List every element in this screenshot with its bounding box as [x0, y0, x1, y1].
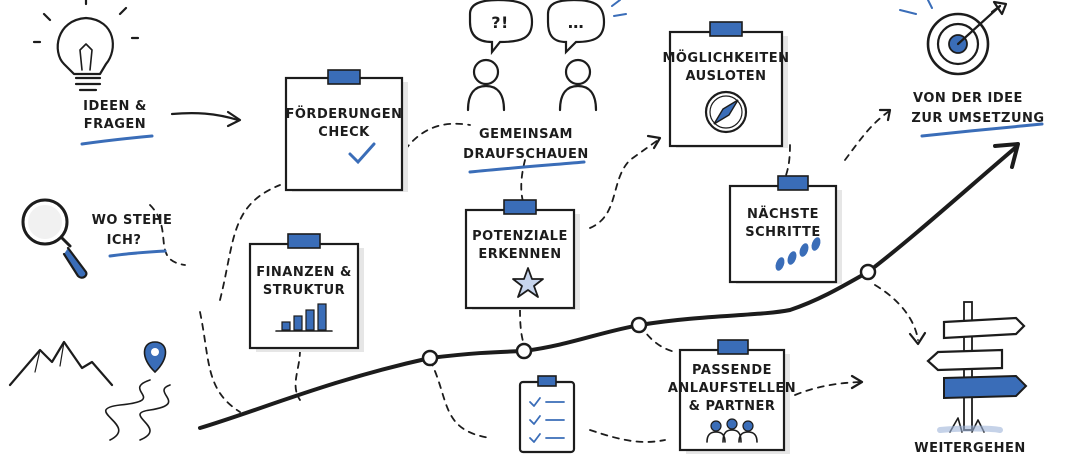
underline [108, 249, 167, 258]
dashed-connector [404, 122, 471, 151]
path-node [630, 316, 648, 334]
label-von-der-idee: VON DER IDEE [913, 91, 1023, 106]
speech-bubble-icon: ?! [468, 0, 534, 56]
label-ausloten: AUSLOTEN [685, 69, 766, 84]
note-moeglichkeiten-ausloten: MÖGLICHKEITEN AUSLOTEN [662, 21, 789, 148]
bubble-text-right: … [568, 13, 585, 32]
dashed-connector [219, 184, 281, 301]
label-partner: & PARTNER [689, 399, 776, 414]
note-foerderungen-check: FÖRDERUNGEN CHECK [284, 69, 408, 192]
dashed-connector [794, 381, 861, 396]
person-icon [558, 58, 598, 112]
arrowhead [993, 142, 1020, 169]
star-icon [512, 267, 544, 298]
label-check: CHECK [318, 125, 370, 140]
label-struktur: STRUKTUR [263, 283, 345, 298]
dashed-connector [294, 349, 301, 401]
arrowhead [908, 331, 927, 346]
mountains-icon [8, 340, 171, 441]
label-zur-umsetzung: ZUR UMSETZUNG [911, 111, 1044, 126]
dashed-connector [589, 429, 666, 443]
label-passende: PASSENDE [692, 363, 772, 378]
arrowhead [646, 134, 662, 150]
label-finanzen: FINANZEN & [256, 265, 352, 280]
signpost-icon [926, 301, 1028, 433]
dashed-connector [519, 309, 525, 346]
label-weitergehen: WEITERGEHEN [914, 441, 1026, 456]
dashed-connector [149, 204, 186, 266]
target-icon [899, 0, 1008, 76]
label-potenziale: POTENZIALE [472, 229, 568, 244]
dashed-connector [520, 159, 526, 209]
label-wo-stehe: WO STEHE [92, 213, 173, 228]
underline [920, 122, 1044, 138]
note-finanzen-struktur: FINANZEN & STRUKTUR [248, 233, 364, 352]
note-potenziale-erkennen: POTENZIALE ERKENNEN [464, 199, 580, 310]
dashed-connector [199, 311, 241, 413]
underline [80, 134, 154, 146]
label-erkennen: ERKENNEN [478, 247, 561, 262]
arrowhead [226, 110, 242, 128]
path-node [515, 342, 533, 360]
dashed-connector [844, 111, 889, 161]
footsteps-icon [775, 237, 821, 271]
label-anlaufstellen: ANLAUFSTELLEN [668, 381, 796, 396]
arrow [170, 112, 240, 122]
path-node [421, 349, 439, 367]
bar-chart-icon [275, 303, 333, 332]
note-passende-anlaufstellen: PASSENDE ANLAUFSTELLEN & PARTNER [668, 339, 796, 454]
dashed-connector [784, 144, 791, 181]
person-icon [466, 58, 506, 112]
label-foerderungen: FÖRDERUNGEN [286, 106, 403, 122]
people-icon [706, 418, 758, 443]
label-naechste: NÄCHSTE [747, 206, 819, 222]
arrowhead [850, 374, 864, 390]
compass-icon [704, 90, 748, 134]
dashed-connector [589, 139, 659, 229]
speech-bubble-icon: … [546, 0, 627, 55]
underline [468, 160, 586, 174]
label-draufschauen: DRAUFSCHAUEN [463, 147, 589, 162]
label-moeglichkeiten: MÖGLICHKEITEN [662, 50, 789, 66]
label-ideen-1: IDEEN & [83, 99, 147, 114]
lightbulb-icon [32, 0, 140, 92]
note-naechste-schritte: NÄCHSTE SCHRITTE [728, 175, 842, 284]
label-gemeinsam: GEMEINSAM [479, 127, 573, 142]
label-ich: ICH? [107, 233, 142, 248]
bubble-text-left: ?! [491, 13, 509, 32]
location-pin-icon [143, 341, 167, 374]
dashed-connector [429, 359, 491, 439]
dashed-connector [874, 284, 919, 341]
clipboard-icon [518, 375, 576, 454]
checkmark-icon [348, 142, 376, 165]
path-node [859, 263, 877, 281]
magnifier-icon [21, 198, 88, 279]
label-schritte: SCHRITTE [745, 225, 821, 240]
arrowhead [878, 108, 892, 122]
label-ideen-2: FRAGEN [84, 117, 146, 132]
